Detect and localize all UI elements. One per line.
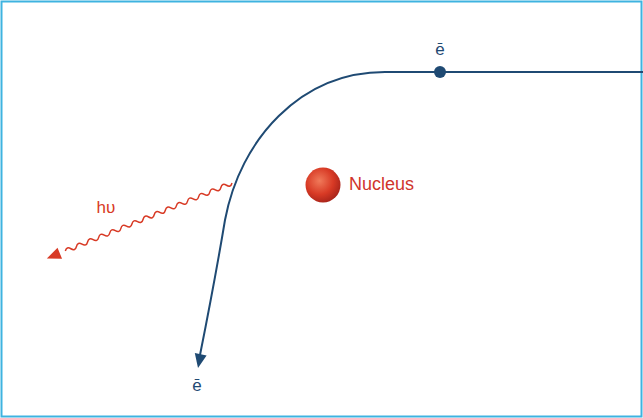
particle-label: ē	[435, 41, 444, 60]
nucleus-circle	[306, 168, 341, 203]
electron-path	[200, 72, 643, 355]
particle-label: ē	[192, 377, 201, 396]
photon-arrowhead	[45, 248, 62, 264]
nucleus-shape	[305, 167, 341, 203]
nucleus-node: Nucleus	[305, 167, 341, 203]
nucleus-label: Nucleus	[349, 175, 414, 195]
arrowhead	[195, 353, 207, 368]
electron-dot	[434, 66, 446, 78]
photon-line	[65, 181, 233, 253]
photon-label: hυ	[97, 199, 116, 218]
photon-wave	[45, 177, 235, 264]
